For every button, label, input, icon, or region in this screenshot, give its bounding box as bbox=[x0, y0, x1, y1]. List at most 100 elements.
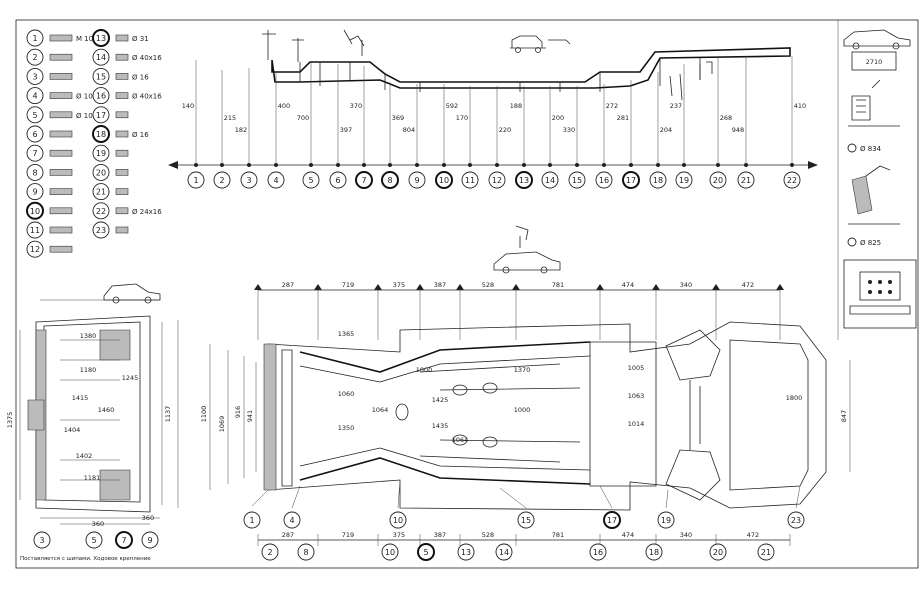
side-height-label: 170 bbox=[456, 114, 468, 122]
side-height-label: 204 bbox=[660, 126, 672, 134]
circle-b-label: Ø 825 bbox=[860, 239, 881, 247]
legend-bolt-icon bbox=[49, 111, 73, 119]
front-point-circle bbox=[115, 531, 133, 549]
side-point-number: 20 bbox=[713, 176, 723, 185]
plan-bottom-dim: 474 bbox=[622, 531, 634, 539]
plan-bottom-point-number: 13 bbox=[461, 548, 471, 557]
legend-left-item-number: 8 bbox=[32, 168, 37, 177]
side-point-circle bbox=[187, 171, 205, 189]
side-point-circle bbox=[568, 171, 586, 189]
side-point-number: 9 bbox=[414, 176, 419, 185]
side-dim-dot bbox=[415, 163, 419, 167]
plan-top-marker bbox=[652, 284, 660, 290]
side-dim-dot bbox=[336, 163, 340, 167]
front-point-number: 3 bbox=[39, 536, 44, 545]
front-dim-label: 360 bbox=[142, 514, 154, 522]
side-point-number: 7 bbox=[361, 176, 366, 185]
plan-bottom-dim: 287 bbox=[282, 531, 294, 539]
legend-bolt-icon bbox=[49, 207, 73, 215]
side-height-label: 700 bbox=[297, 114, 309, 122]
legend-right-item-circle bbox=[92, 163, 110, 181]
plan-inner-dim: 1064 bbox=[372, 406, 389, 414]
legend-left-spec: Ø 10 bbox=[76, 93, 93, 101]
plan-bottom-point-circle bbox=[645, 543, 663, 561]
side-point-circle bbox=[622, 171, 640, 189]
legend-bolt-icon bbox=[49, 34, 73, 42]
side-point-circle bbox=[240, 171, 258, 189]
side-point-circle bbox=[783, 171, 801, 189]
side-dim-dot bbox=[362, 163, 366, 167]
plan-inner-dim: 1064 bbox=[452, 436, 469, 444]
legend-left-item-circle bbox=[26, 87, 44, 105]
plan-inner-dim: 1370 bbox=[514, 366, 531, 374]
legend-left-item-number: 10 bbox=[30, 207, 40, 216]
side-dim-dot bbox=[790, 163, 794, 167]
legend-left-item-number: 4 bbox=[32, 92, 37, 101]
side-height-label: 220 bbox=[499, 126, 511, 134]
front-dim-label: 1402 bbox=[76, 452, 93, 460]
side-dim-dot bbox=[575, 163, 579, 167]
plan-row-point-circle bbox=[243, 511, 261, 529]
legend-right-item-number: 19 bbox=[96, 149, 106, 158]
side-point-circle bbox=[329, 171, 347, 189]
side-point-number: 5 bbox=[308, 176, 313, 185]
front-inner-lines bbox=[60, 339, 120, 481]
side-height-label: 948 bbox=[732, 126, 744, 134]
plan-frame-outline bbox=[267, 321, 827, 511]
side-point-circle bbox=[381, 171, 399, 189]
plan-leader-lines bbox=[251, 479, 801, 509]
plan-row-point-number: 15 bbox=[521, 516, 531, 525]
legend-right-item-number: 23 bbox=[96, 226, 106, 235]
side-point-circle bbox=[709, 171, 727, 189]
front-dim-label: 1181 bbox=[84, 474, 101, 482]
plan-bottom-point-number: 2 bbox=[267, 548, 272, 557]
side-point-circle bbox=[435, 171, 453, 189]
plan-top-dim: 340 bbox=[680, 281, 692, 289]
plan-inner-dim: 1063 bbox=[628, 392, 645, 400]
plan-left-dim-lines bbox=[209, 344, 257, 490]
side-point-circle bbox=[595, 171, 613, 189]
legend-left-item-number: 5 bbox=[32, 111, 37, 120]
side-point-circle bbox=[355, 171, 373, 189]
legend-right-item-number: 22 bbox=[96, 207, 106, 216]
front-dim-label: 1380 bbox=[80, 332, 97, 340]
side-height-label: 369 bbox=[392, 114, 404, 122]
legend-left-spec: M 10x12 bbox=[76, 35, 106, 43]
side-dim-dot bbox=[602, 163, 606, 167]
legend-left-item-circle bbox=[26, 163, 44, 181]
plan-top-marker bbox=[374, 284, 382, 290]
legend-left-item-circle bbox=[26, 125, 44, 143]
plan-left-dim: 941 bbox=[246, 410, 254, 422]
side-point-circle bbox=[461, 171, 479, 189]
circle-marker-a bbox=[847, 143, 857, 153]
plan-top-marker bbox=[712, 284, 720, 290]
car-dim-label: 2710 bbox=[866, 58, 883, 66]
side-dim-dot bbox=[274, 163, 278, 167]
plan-rear-box bbox=[589, 341, 657, 487]
side-dim-dot bbox=[495, 163, 499, 167]
plan-bottom-point-number: 10 bbox=[385, 548, 395, 557]
side-height-label: 237 bbox=[670, 102, 682, 110]
side-frame-members bbox=[299, 58, 701, 92]
side-point-number: 15 bbox=[572, 176, 582, 185]
side-point-circle bbox=[541, 171, 559, 189]
plan-bottom-dim: 387 bbox=[434, 531, 446, 539]
plan-inner-dim: 1365 bbox=[338, 330, 355, 338]
front-point-circle bbox=[33, 531, 51, 549]
plan-row-point-circle bbox=[603, 511, 621, 529]
plan-top-dim: 375 bbox=[393, 281, 405, 289]
legend-nut-icon bbox=[115, 34, 129, 42]
plan-front-bumper-beam bbox=[281, 349, 293, 487]
plan-bottom-dim: 375 bbox=[393, 531, 405, 539]
front-dim-label: 1460 bbox=[98, 406, 115, 414]
plan-rear-end bbox=[729, 339, 809, 491]
front-outline bbox=[35, 315, 151, 513]
legend-right-spec: Ø 24x16 bbox=[132, 208, 162, 216]
legend-bolt-icon bbox=[49, 245, 73, 253]
side-height-label: 410 bbox=[794, 102, 806, 110]
side-dim-dot bbox=[309, 163, 313, 167]
legend-left-item-circle bbox=[26, 183, 44, 201]
side-dim-dot bbox=[656, 163, 660, 167]
side-height-label: 140 bbox=[182, 102, 194, 110]
plan-bottom-point-number: 14 bbox=[499, 548, 509, 557]
